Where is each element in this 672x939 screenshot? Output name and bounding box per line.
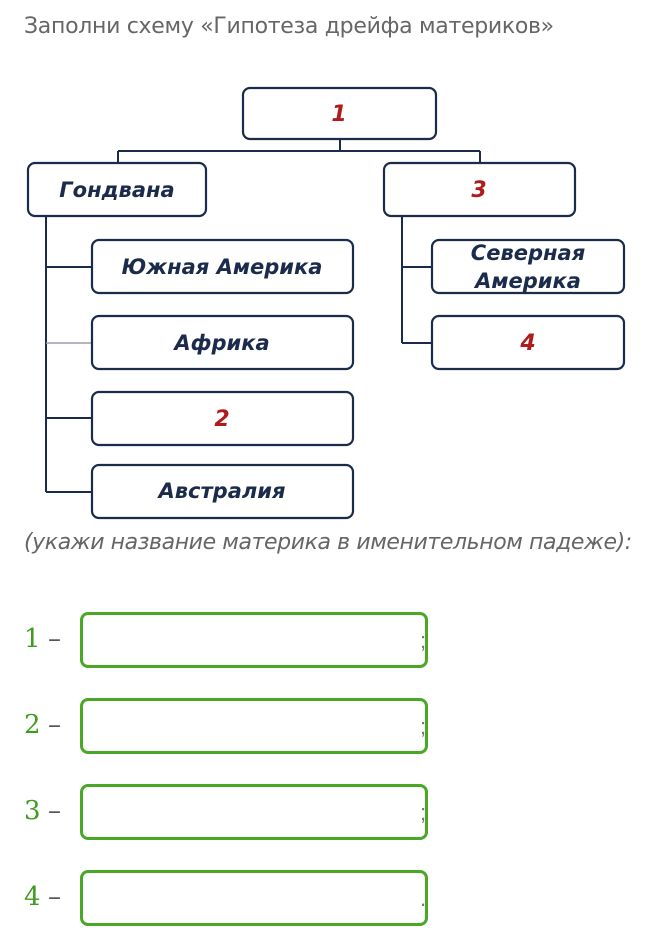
answer-dash: – [48,796,61,826]
answer-input-3[interactable] [80,784,428,840]
answer-row-2: 2 – ; [24,698,444,754]
child-4-label: 4 [519,331,535,356]
answer-input-4[interactable] [80,870,428,926]
parent-3-box [382,161,577,218]
answer-number: 4 [24,882,41,912]
south-america-label: Южная Америка [122,255,323,279]
north-america-box [430,238,626,295]
continental-drift-diagram: 1 Гондвана 3 Южная Америка Африка 2 Авст… [26,86,626,520]
answer-punctuation: ; [420,714,427,739]
answer-input-1[interactable] [80,612,428,668]
africa-box [90,314,355,371]
north-america-label-line2: Америка [473,269,581,293]
root-box [241,86,438,141]
north-america-label-line1: Северная [471,241,585,265]
answer-row-1: 1 – ; [24,612,444,668]
answer-dash: – [48,710,61,740]
answer-hint: (укажи название материка в именительном … [24,530,632,555]
child-2-box [90,390,355,447]
answer-row-4: 4 – . [24,870,444,926]
gondwana-label: Гондвана [59,178,174,202]
task-title: Заполни схему «Гипотеза дрейфа материков… [24,14,554,39]
child-4-box [430,314,626,371]
gondwana-box [26,161,208,218]
australia-label: Австралия [157,479,286,503]
answer-punctuation: ; [420,628,427,653]
africa-label: Африка [172,331,269,355]
australia-box [90,463,355,520]
answer-number: 1 [24,624,41,654]
answer-row-3: 3 – ; [24,784,444,840]
child-2-label: 2 [214,407,229,432]
answer-number: 2 [24,710,41,740]
answer-number: 3 [24,796,41,826]
answer-input-2[interactable] [80,698,428,754]
answer-dash: – [48,882,61,912]
root-label: 1 [331,102,346,127]
parent-3-label: 3 [471,178,486,203]
answer-punctuation: . [420,886,427,911]
answer-dash: – [48,624,61,654]
south-america-box [90,238,355,295]
answer-punctuation: ; [420,800,427,825]
